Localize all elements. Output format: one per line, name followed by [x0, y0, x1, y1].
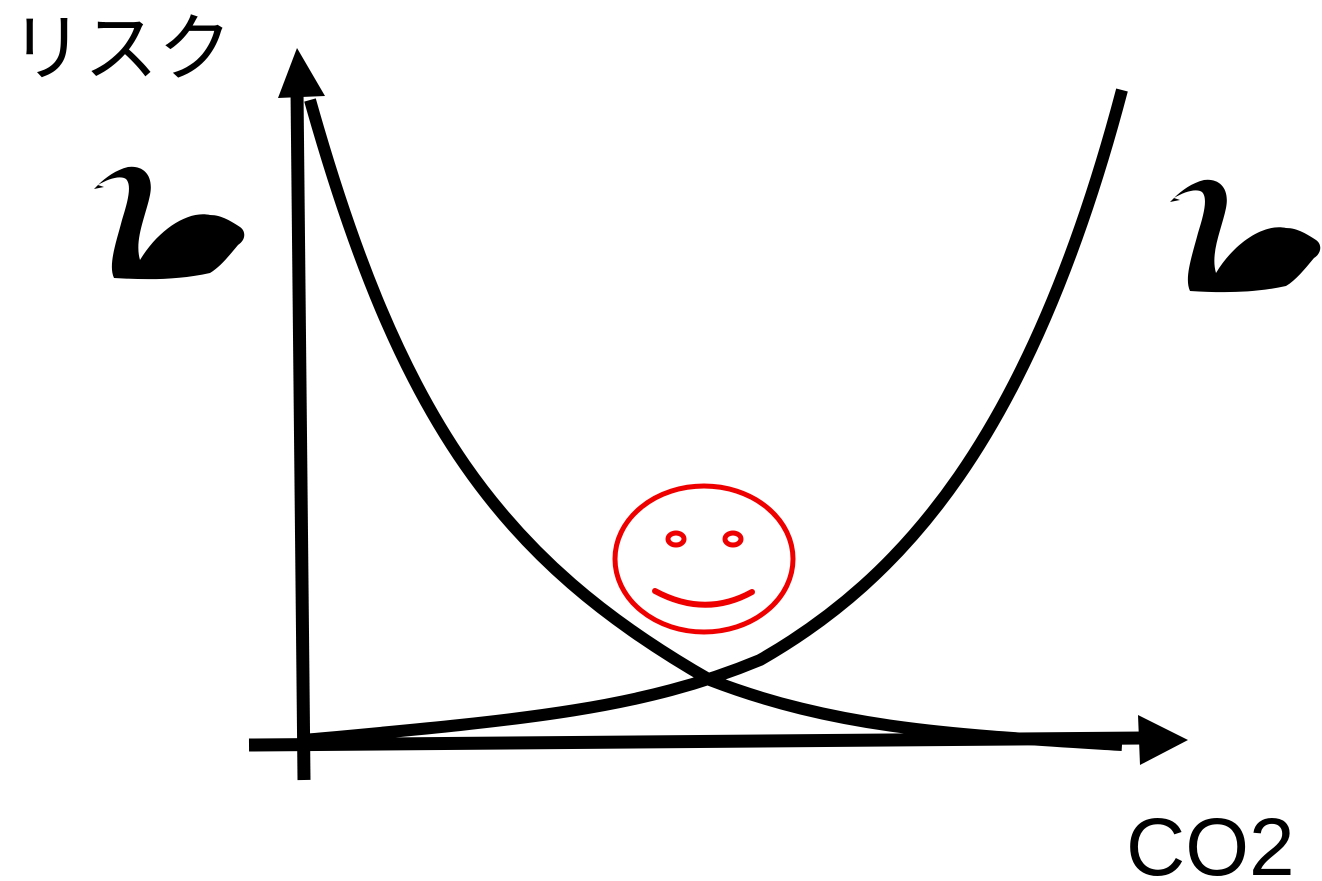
- smiley-left-eye: [665, 530, 687, 548]
- left-black-swan-icon: [94, 166, 245, 280]
- y-axis-arrowhead: [278, 48, 325, 98]
- x-axis-label: CO2: [1126, 802, 1295, 881]
- smiley-mouth: [652, 588, 755, 608]
- decreasing-risk-curve: [304, 98, 1123, 751]
- x-axis-arrowhead: [1138, 715, 1188, 765]
- smiley-face-icon: [612, 483, 796, 635]
- smiley-right-eye: [722, 530, 744, 548]
- increasing-risk-curve: [303, 88, 1128, 746]
- right-black-swan-icon: [1170, 179, 1321, 293]
- smiley-outline: [612, 483, 796, 635]
- y-axis-label: リスク: [10, 6, 232, 92]
- y-axis-line: [290, 89, 311, 781]
